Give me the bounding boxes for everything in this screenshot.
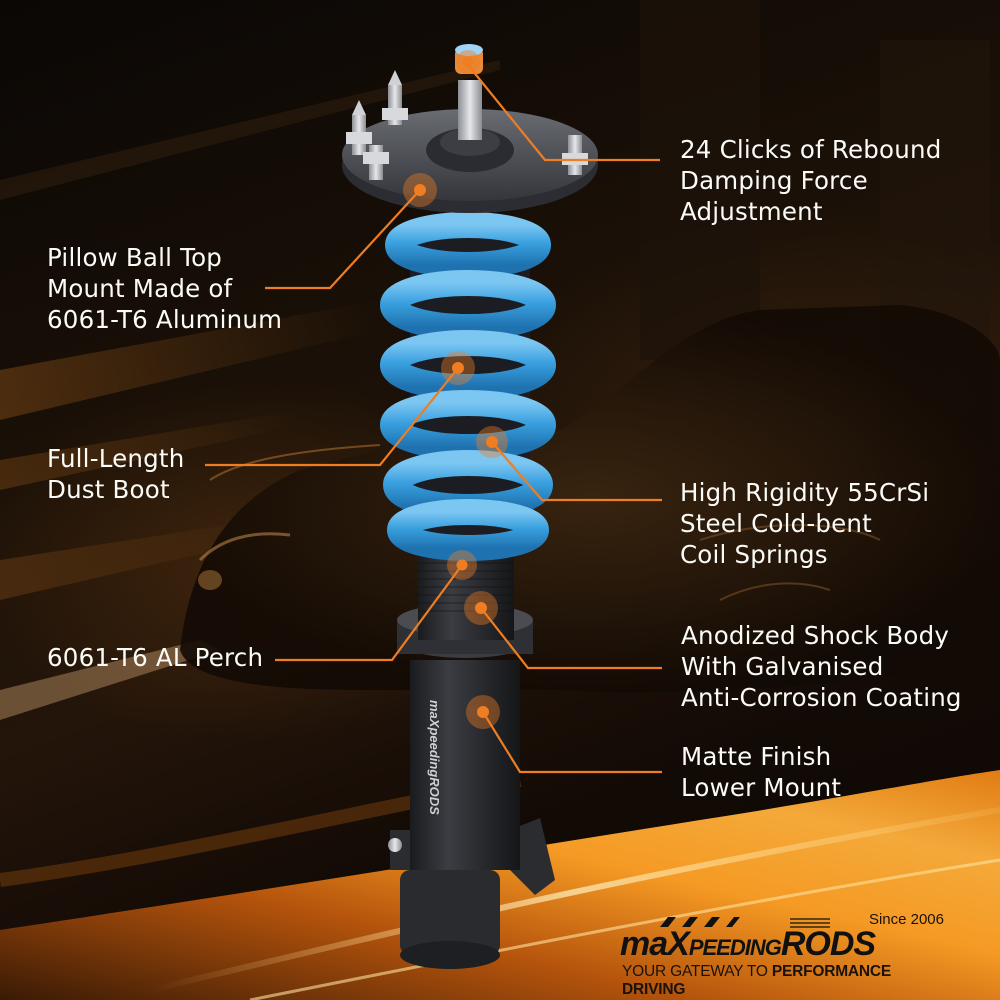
logo-tagline: YOUR GATEWAY TO PERFORMANCE DRIVING <box>622 963 950 999</box>
logo-part-peeding: PEEDING <box>688 935 782 960</box>
callout-line: Coil Springs <box>680 540 828 569</box>
callout-rebound: 24 Clicks of Rebound Damping Force Adjus… <box>680 134 941 227</box>
tagline-light: YOUR GATEWAY TO <box>622 963 772 980</box>
callout-top-mount: Pillow Ball Top Mount Made of 6061-T6 Al… <box>47 242 282 335</box>
callout-dot-lower-mount <box>466 695 500 729</box>
body-brand-print: maXpeedingRODS <box>427 700 442 815</box>
callout-shock-body: Anodized Shock Body With Galvanised Anti… <box>681 620 962 713</box>
callout-dot-springs <box>476 426 508 458</box>
callout-dot-shock-body <box>464 591 498 625</box>
callout-dust-boot: Full-Length Dust Boot <box>47 443 184 505</box>
callout-line: Anodized Shock Body <box>681 621 950 650</box>
callout-line: Lower Mount <box>681 773 842 802</box>
callout-line: Adjustment <box>680 197 823 226</box>
brand-logo: Since 2006 maXPEEDINGRODS YOUR GATEWAY T… <box>620 911 950 998</box>
callout-line: 6061-T6 AL Perch <box>47 643 264 672</box>
callout-line: 6061-T6 Aluminum <box>47 305 283 334</box>
callout-line: Damping Force <box>680 166 868 195</box>
callout-line: Anti-Corrosion Coating <box>681 683 962 712</box>
callout-perch: 6061-T6 AL Perch <box>47 642 263 673</box>
callout-line: With Galvanised <box>681 652 884 681</box>
callout-springs: High Rigidity 55CrSi Steel Cold-bent Coi… <box>680 477 929 570</box>
callout-line: Full-Length <box>47 444 185 473</box>
callout-line: Pillow Ball Top <box>47 243 223 272</box>
logo-since-text: Since 2006 <box>868 911 944 928</box>
logo-part-rods: RODS <box>780 925 876 963</box>
callout-dot-rebound <box>456 50 480 74</box>
logo-wordmark: maXPEEDINGRODS <box>620 925 876 964</box>
callout-line: Dust Boot <box>47 475 170 504</box>
callout-lower-mount: Matte Finish Lower Mount <box>681 741 841 803</box>
callout-line: Steel Cold-bent <box>680 509 872 538</box>
callout-line: Matte Finish <box>681 742 832 771</box>
logo-part-max: maX <box>620 925 690 963</box>
callout-line: Mount Made of <box>47 274 233 303</box>
callout-dot-dust-boot <box>441 351 475 385</box>
callout-dot-top-mount <box>403 173 437 207</box>
checkered-flag-icon <box>660 917 830 928</box>
callout-dot-perch <box>447 550 477 580</box>
tagline-bold: PERFORMANCE DRIVING <box>622 963 892 998</box>
callout-line: 24 Clicks of Rebound <box>680 135 942 164</box>
callout-line: High Rigidity 55CrSi <box>680 478 930 507</box>
